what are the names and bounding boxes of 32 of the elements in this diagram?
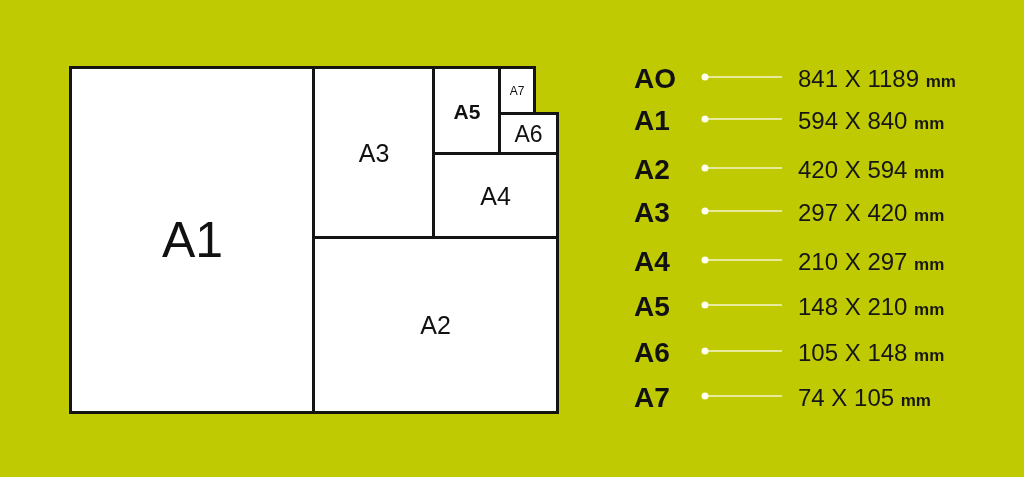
leader-line bbox=[701, 256, 783, 264]
size-name: A2 bbox=[634, 151, 702, 185]
leader-line bbox=[701, 347, 783, 355]
leader-line bbox=[701, 115, 783, 123]
leader-line bbox=[701, 73, 783, 81]
dimension-text: 420 X 594 mm bbox=[782, 152, 982, 184]
dimension-text: 74 X 105 mm bbox=[782, 380, 982, 412]
size-name: A7 bbox=[634, 379, 702, 413]
paper-sheet bbox=[312, 236, 559, 414]
leader-line bbox=[701, 392, 783, 400]
dimension-text: 210 X 297 mm bbox=[782, 244, 982, 276]
sheet-size-label: A5 bbox=[453, 100, 481, 122]
sheet-size-label: A7 bbox=[509, 85, 525, 97]
dimension-text: 297 X 420 mm bbox=[782, 195, 982, 227]
dimension-text: 105 X 148 mm bbox=[782, 335, 982, 367]
sheet-size-label: A4 bbox=[480, 183, 511, 209]
dimension-text: 148 X 210 mm bbox=[782, 289, 982, 321]
dimension-text: 841 X 1189 mm bbox=[782, 61, 982, 93]
leader-line bbox=[701, 301, 783, 309]
size-name: A1 bbox=[634, 102, 702, 136]
leader-line bbox=[701, 207, 783, 215]
sheet-size-label: A3 bbox=[358, 140, 390, 166]
size-name: A4 bbox=[634, 243, 702, 277]
leader-line bbox=[701, 164, 783, 172]
size-name: AO bbox=[634, 60, 702, 94]
size-name: A5 bbox=[634, 288, 702, 322]
sheet-size-label: A6 bbox=[514, 122, 543, 146]
size-name: A3 bbox=[634, 194, 702, 228]
sheet-size-label: A2 bbox=[420, 312, 451, 338]
size-name: A6 bbox=[634, 334, 702, 368]
dimension-text: 594 X 840 mm bbox=[782, 103, 982, 135]
sheet-size-label: A1 bbox=[161, 215, 224, 265]
